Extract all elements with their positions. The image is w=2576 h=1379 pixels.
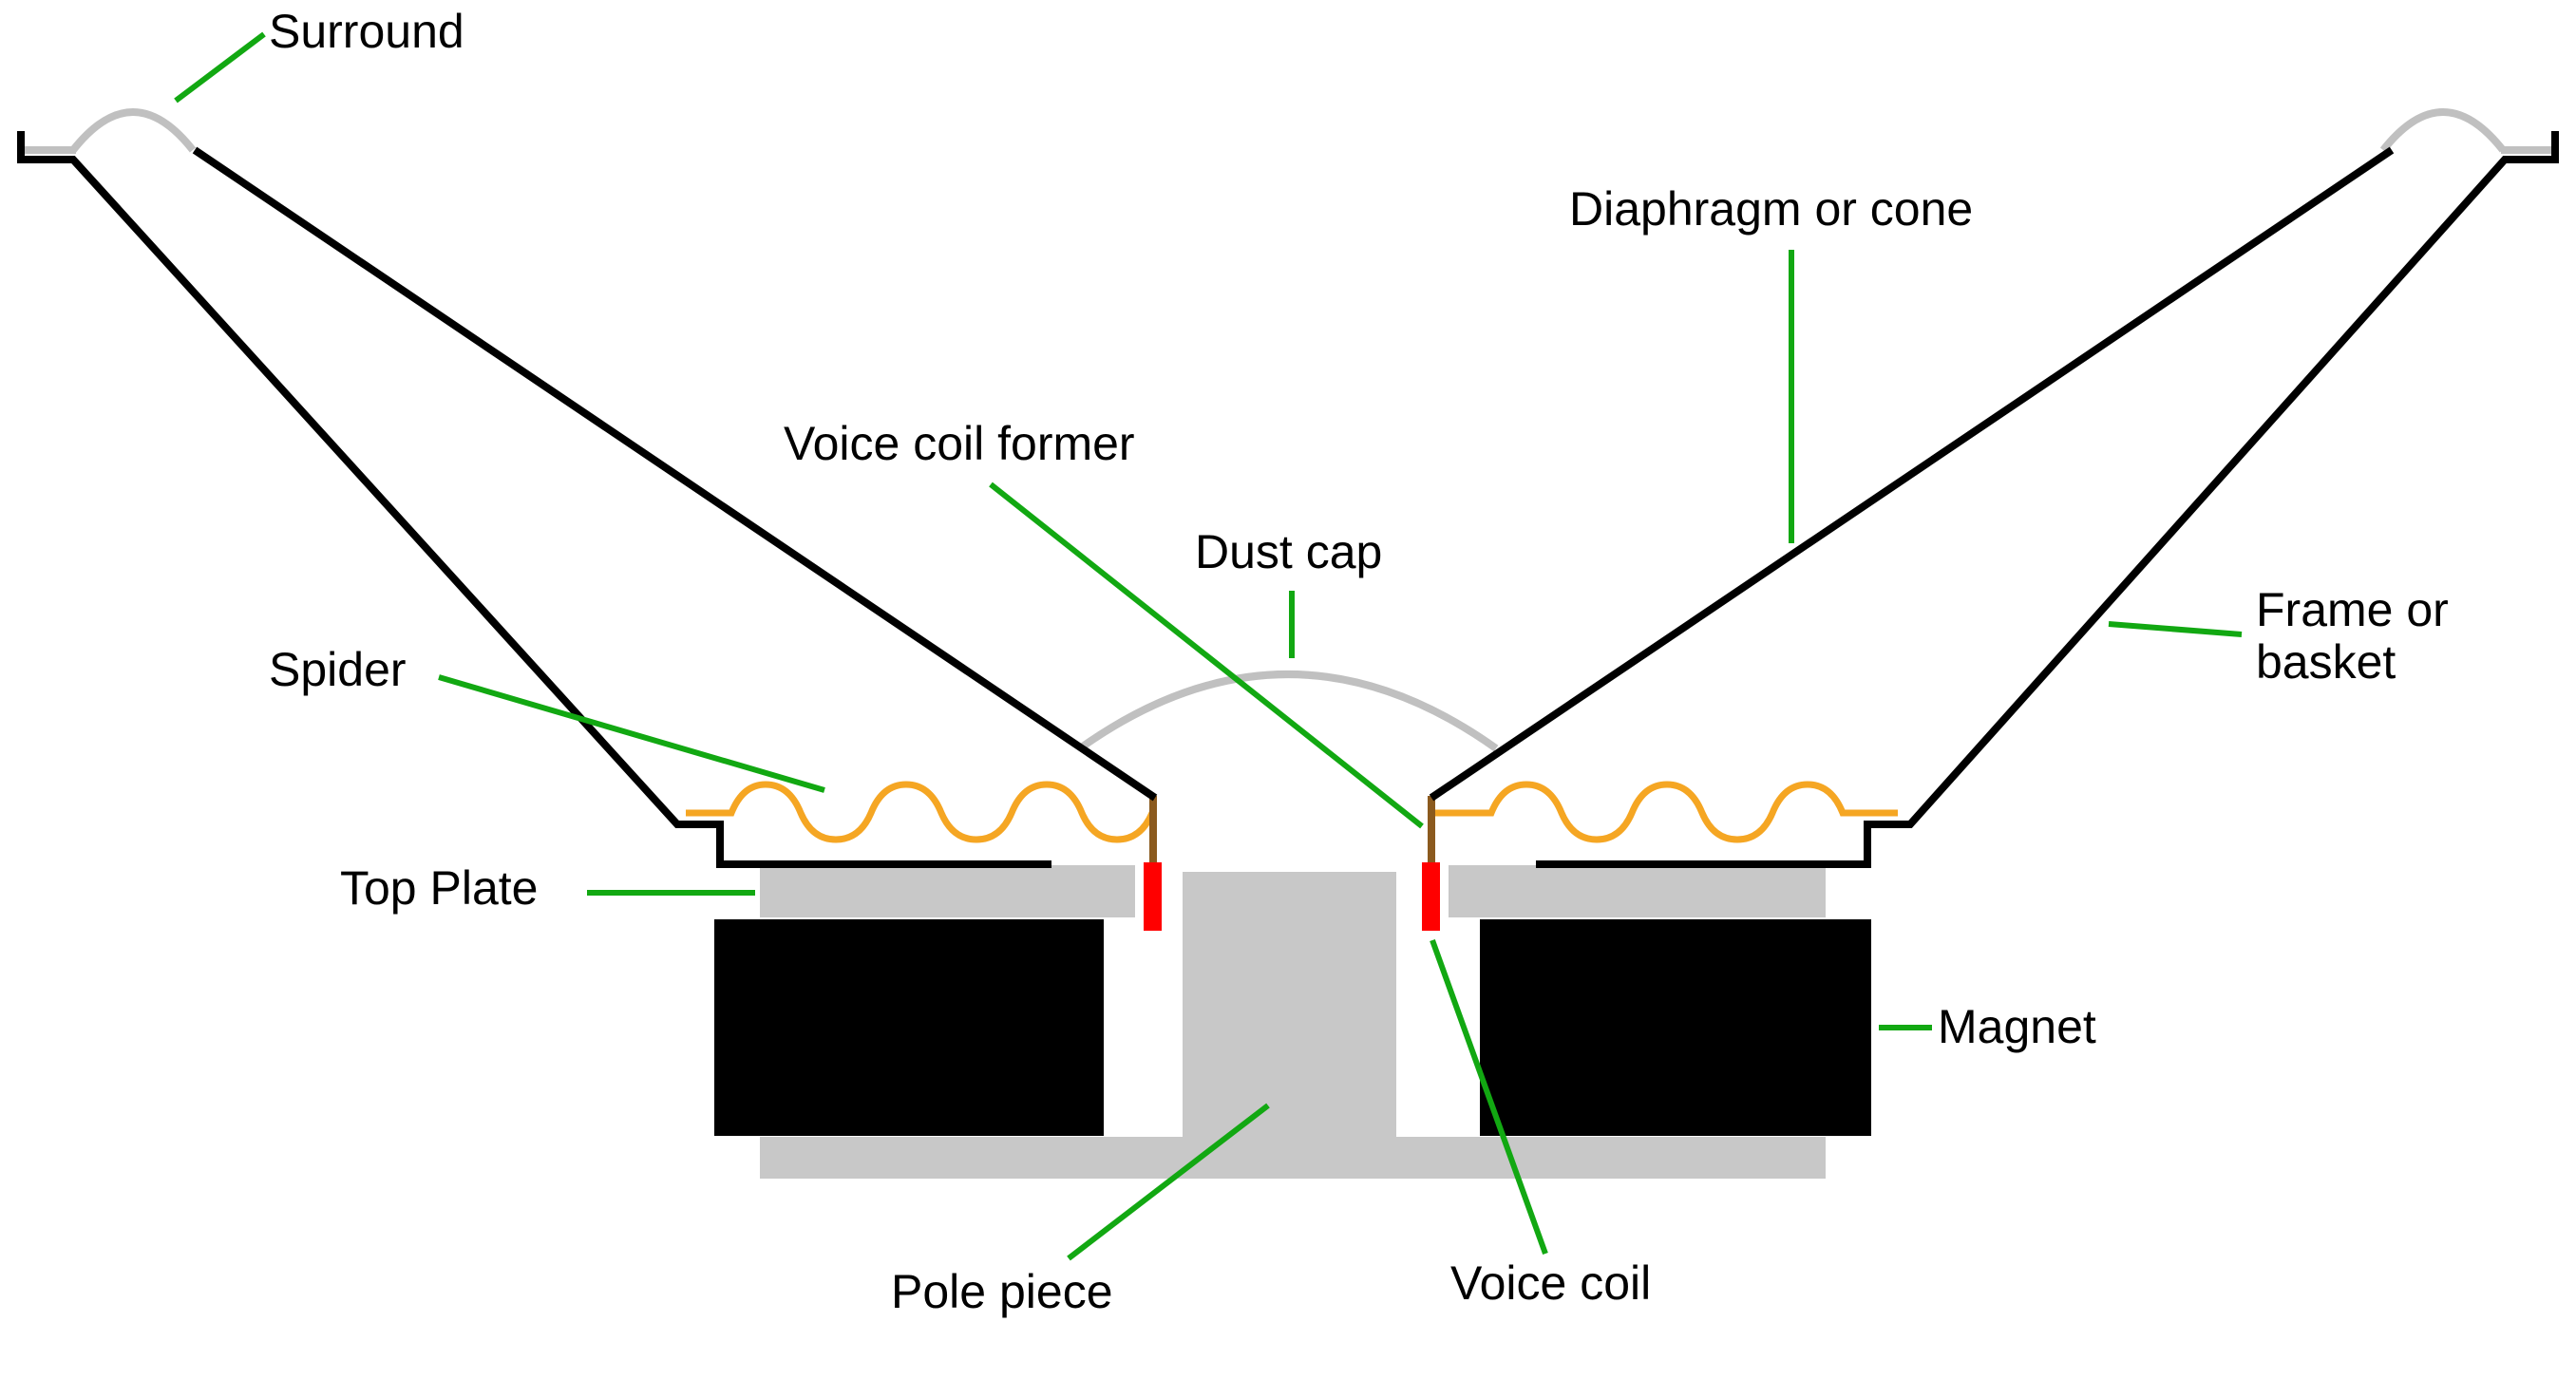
label-voice-coil-former: Voice coil former xyxy=(784,417,1135,470)
surround-right xyxy=(2379,108,2507,153)
top-plate-left xyxy=(760,865,1135,917)
label-top-plate: Top Plate xyxy=(340,861,538,915)
leader-voice-coil-former xyxy=(989,482,1424,829)
label-surround: Surround xyxy=(269,5,464,58)
dust-cap xyxy=(1077,671,1499,752)
cone-left xyxy=(192,146,1158,802)
pole-piece xyxy=(760,872,1826,1179)
label-voice-coil: Voice coil xyxy=(1450,1256,1651,1310)
leader-spider xyxy=(438,674,825,793)
surround-left xyxy=(69,108,197,153)
leader-frame xyxy=(2108,621,2243,637)
voice-coil-left xyxy=(1144,862,1162,931)
spider-left xyxy=(686,781,1157,843)
label-diaphragm: Diaphragm or cone xyxy=(1569,182,1973,236)
leader-voice-coil xyxy=(1430,938,1548,1256)
label-frame-line1: Frame or xyxy=(2256,583,2449,636)
frame-left xyxy=(17,131,1051,868)
magnet-left xyxy=(714,919,1104,1136)
label-spider: Spider xyxy=(269,643,407,696)
label-magnet: Magnet xyxy=(1938,1000,2096,1053)
voice-coil-right xyxy=(1422,862,1440,931)
label-dust-cap: Dust cap xyxy=(1195,525,1382,578)
leader-surround xyxy=(174,31,266,104)
magnet-right xyxy=(1480,919,1871,1136)
frame-right xyxy=(1536,131,2559,868)
top-plate-right xyxy=(1449,865,1826,917)
label-frame-line2: basket xyxy=(2256,635,2396,689)
spider-right xyxy=(1428,781,1898,843)
leader-pole-piece xyxy=(1067,1103,1270,1261)
cone-right xyxy=(1429,146,2395,802)
label-pole-piece: Pole piece xyxy=(891,1265,1113,1318)
